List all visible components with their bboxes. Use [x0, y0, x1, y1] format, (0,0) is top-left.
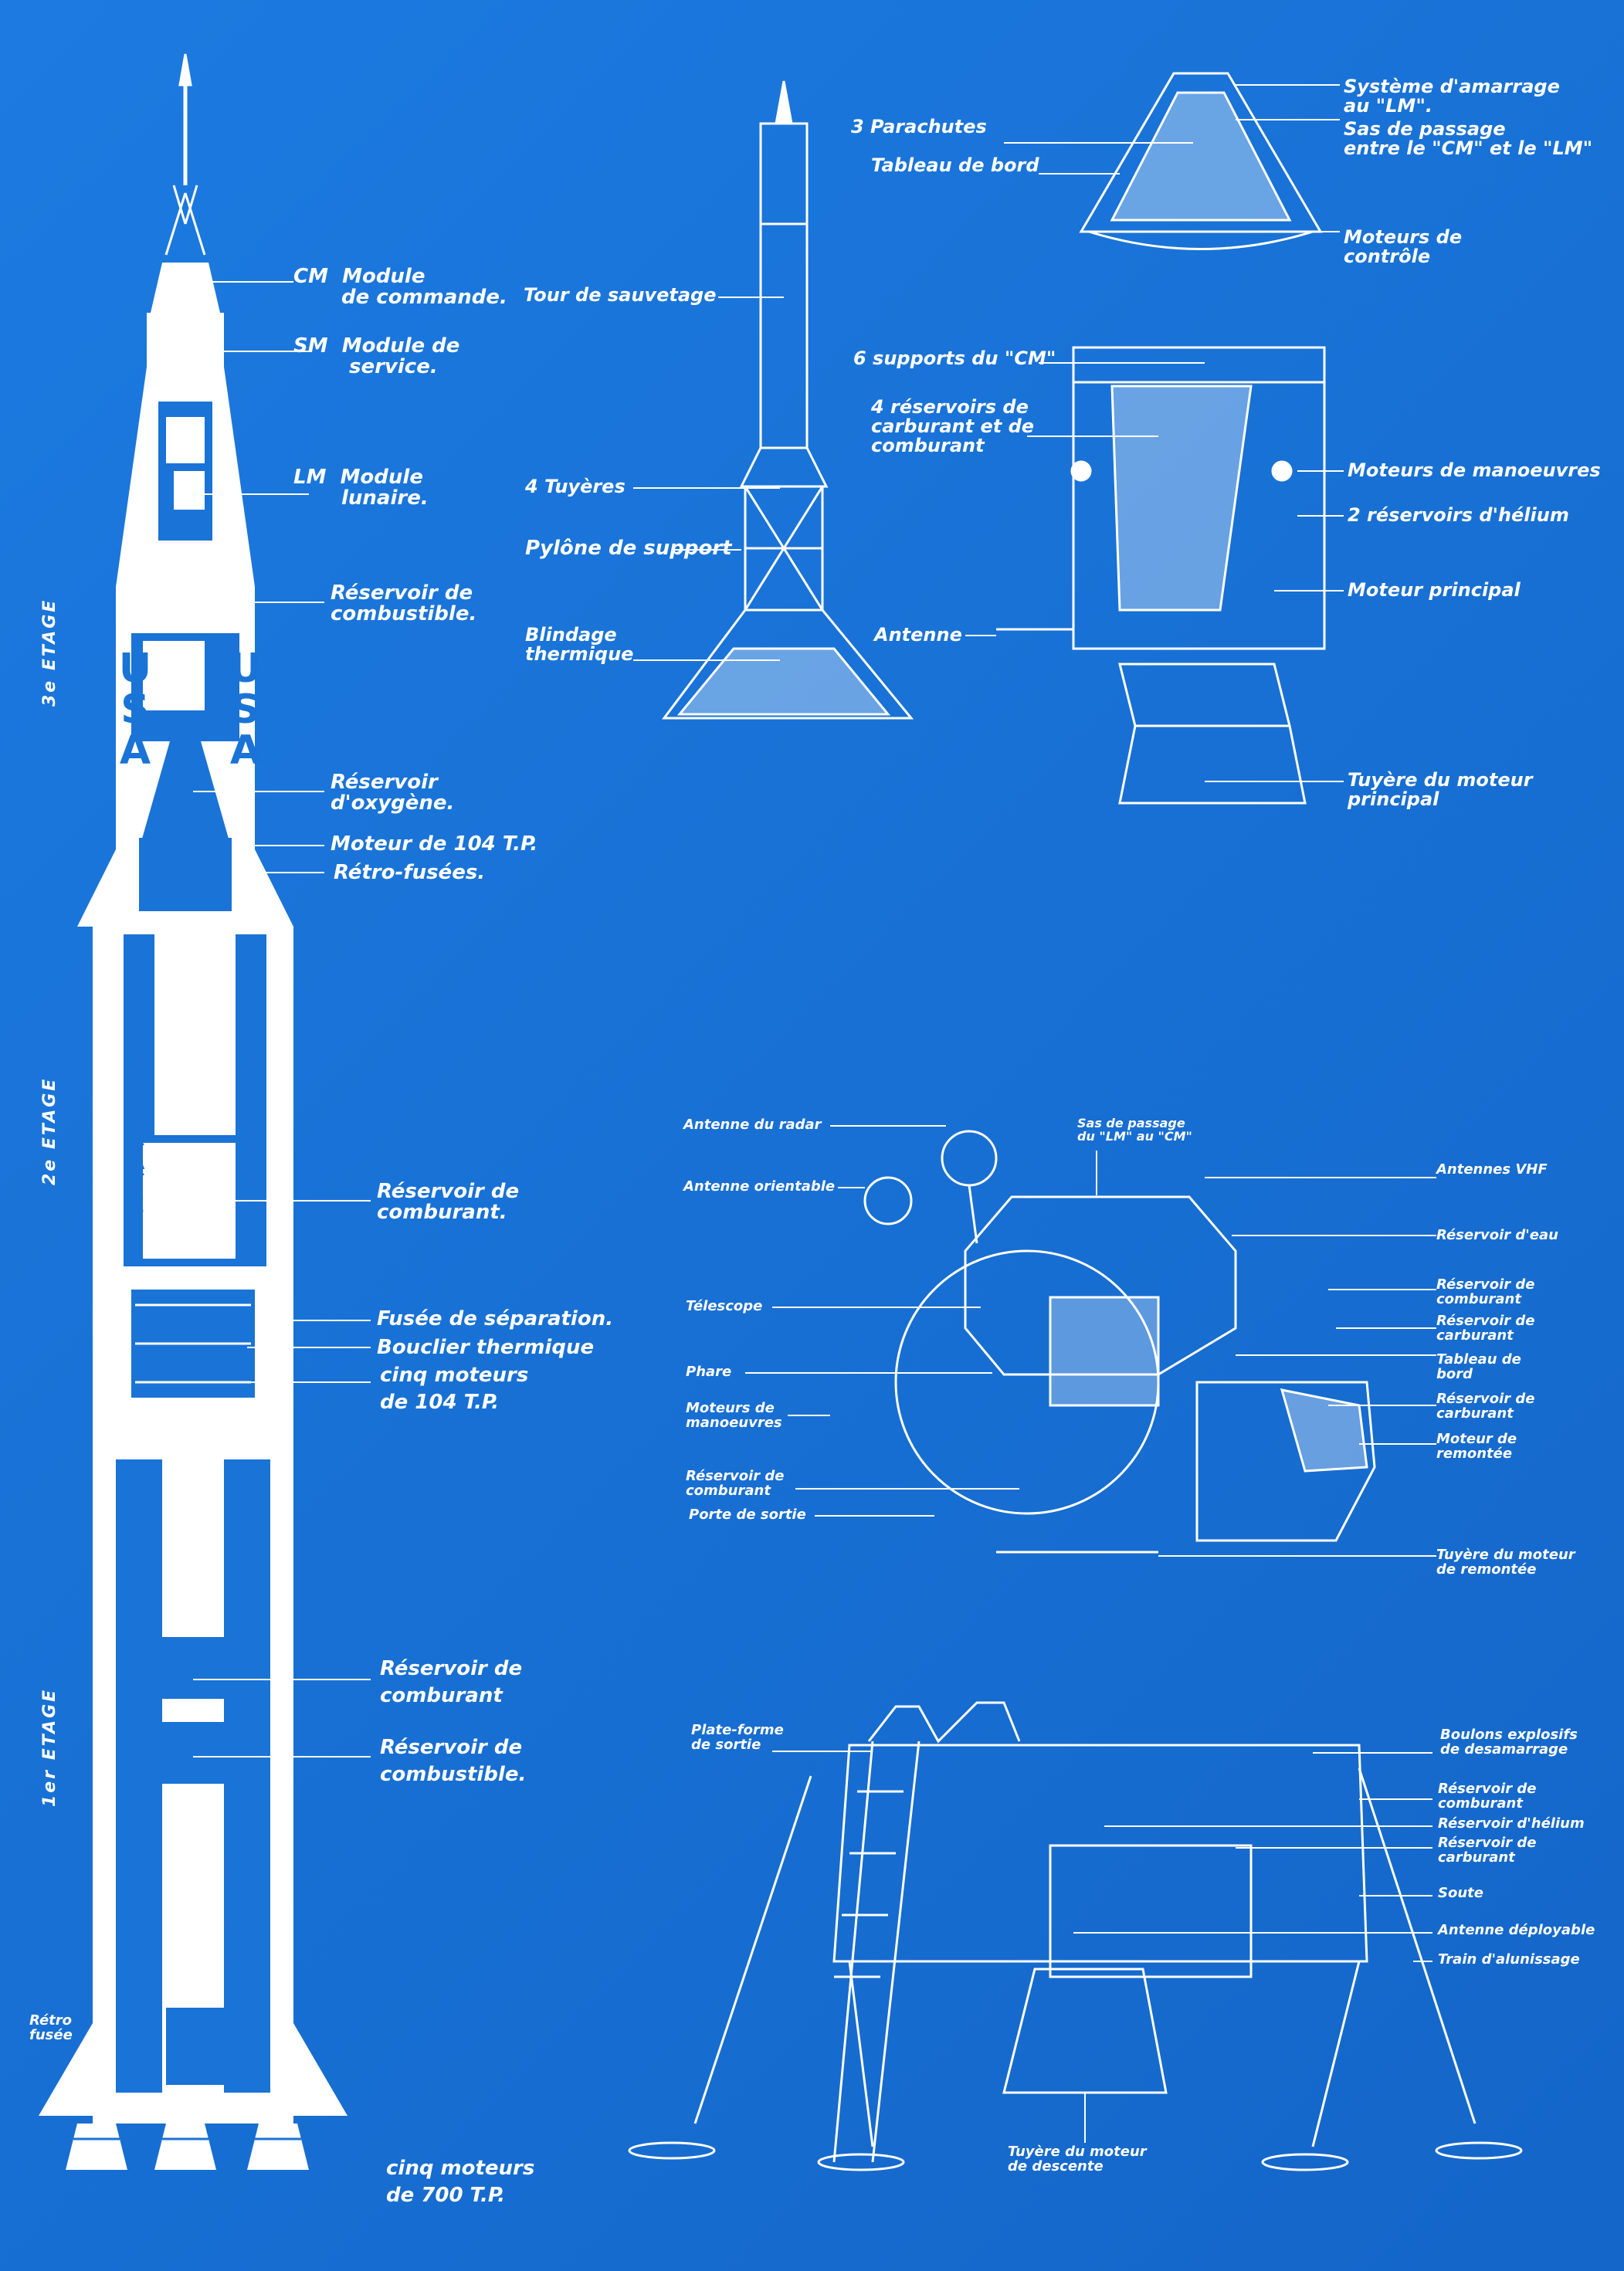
- label-main-engine: Moteur principal: [1348, 579, 1521, 601]
- lm-descent-drawing: [628, 1701, 1523, 2171]
- label-cm: CM Module de commande.: [293, 265, 507, 310]
- service-module-drawing: [996, 346, 1326, 805]
- label-manoeuvre-engines: Moteurs de manoeuvres: [1348, 459, 1601, 481]
- label-radar-antenna: Antenne du radar: [683, 1117, 822, 1133]
- label-five-engines-104: cinq moteurs de 104 T.P.: [380, 1364, 529, 1415]
- label-lm-fuel-right-2: Réservoir de carburant: [1436, 1391, 1535, 1422]
- label-headlight: Phare: [686, 1364, 732, 1380]
- label-ascent-engine: Moteur de remontée: [1436, 1431, 1517, 1462]
- label-thermal-shield: Blindage thermique: [525, 624, 634, 666]
- label-four-tanks: 4 réservoirs de carburant et de comburan…: [871, 396, 1035, 457]
- label-support-pylon: Pylône de support: [525, 537, 732, 560]
- label-descent-helium: Réservoir d'hélium: [1438, 1815, 1585, 1832]
- lm-ascent-leaders: [745, 1125, 1436, 1557]
- lm-ascent-drawing: [863, 1130, 1376, 1554]
- label-ascent-nozzle: Tuyère du moteur de remontée: [1436, 1547, 1575, 1578]
- label-five-engines-700: cinq moteurs de 700 T.P.: [386, 2157, 535, 2208]
- lm-descent-leaders: [772, 1751, 1432, 2143]
- label-oxygen-tank: Réservoir d'oxygène.: [331, 771, 455, 815]
- stage-3-label: 3e ETAGE: [40, 598, 59, 707]
- saturn-v-rocket: [39, 53, 348, 2170]
- label-sm: SM Module de service.: [293, 334, 460, 379]
- label-descent-fuel: Réservoir de carburant: [1438, 1835, 1537, 1866]
- label-heat-shield: Bouclier thermique: [377, 1336, 595, 1359]
- label-oxidizer-tank-1: Réservoir de comburant: [380, 1657, 523, 1708]
- command-module-drawing: [1079, 72, 1323, 250]
- label-four-nozzles: 4 Tuyères: [525, 476, 626, 497]
- label-lm: LM Module lunaire.: [293, 466, 429, 510]
- escape-tower-leaders: [633, 297, 784, 661]
- label-lm-fuel-right-1: Réservoir de carburant: [1436, 1313, 1535, 1344]
- label-water-tank: Réservoir d'eau: [1436, 1227, 1558, 1243]
- label-sm-antenna: Antenne: [874, 624, 962, 646]
- label-deployable-antenna: Antenne déployable: [1438, 1922, 1595, 1938]
- label-retro-fusee: Rétro fusée: [29, 2012, 73, 2043]
- service-module-leaders: [965, 362, 1344, 782]
- label-lm-oxidizer-right: Réservoir de comburant: [1436, 1276, 1535, 1307]
- label-exit-platform: Plate-forme de sortie: [691, 1722, 784, 1753]
- label-cm-dashboard: Tableau de bord: [871, 154, 1039, 176]
- label-control-engines: Moteurs de contrôle: [1344, 226, 1463, 268]
- label-engine-104: Moteur de 104 T.P.: [331, 832, 538, 856]
- label-docking-system: Système d'amarrage au "LM".: [1344, 76, 1560, 117]
- label-main-nozzle: Tuyère du moteur principal: [1348, 769, 1533, 811]
- label-cm-supports: 6 supports du "CM": [853, 347, 1056, 369]
- label-vhf-antennas: Antennes VHF: [1436, 1161, 1548, 1178]
- label-lm-dashboard: Tableau de bord: [1436, 1351, 1521, 1382]
- command-module-leaders: [1004, 84, 1340, 232]
- label-fuel-tank-1: Réservoir de combustible.: [380, 1736, 527, 1787]
- label-oxidizer-tank-2: Réservoir de comburant.: [377, 1180, 520, 1225]
- label-lm-manoeuvre-engines: Moteurs de manoeuvres: [686, 1400, 782, 1431]
- label-retro-rockets: Rétro-fusées.: [334, 861, 486, 884]
- escape-tower-drawing: [662, 80, 914, 720]
- label-cm-lm-passage: Sas de passage entre le "CM" et le "LM": [1344, 118, 1593, 160]
- label-lm-oxidizer-left: Réservoir de comburant: [686, 1468, 785, 1499]
- label-exit-door: Porte de sortie: [689, 1507, 806, 1523]
- label-landing-gear: Train d'alunissage: [1438, 1951, 1580, 1968]
- label-escape-tower: Tour de sauvetage: [524, 284, 717, 306]
- label-parachutes: 3 Parachutes: [851, 116, 987, 137]
- stage-1-label: 1er ETAGE: [40, 1687, 59, 1807]
- label-hold: Soute: [1438, 1885, 1483, 1901]
- label-separation-rocket: Fusée de séparation.: [377, 1307, 614, 1330]
- label-steerable-antenna: Antenne orientable: [683, 1178, 836, 1195]
- label-telescope: Télescope: [686, 1298, 763, 1314]
- label-lm-cm-passage: Sas de passage du "LM" au "CM": [1077, 1116, 1192, 1144]
- label-helium-tanks: 2 réservoirs d'hélium: [1348, 504, 1569, 526]
- rocket-leader-lines: [185, 281, 371, 1757]
- label-fuel-tank-3: Réservoir de combustible.: [331, 581, 477, 626]
- label-explosive-bolts: Boulons explosifs de desamarrage: [1440, 1727, 1578, 1757]
- label-descent-oxidizer: Réservoir de comburant: [1438, 1781, 1537, 1812]
- stage-2-label: 2e ETAGE: [40, 1076, 59, 1185]
- label-descent-nozzle: Tuyère du moteur de descente: [1008, 2144, 1147, 2174]
